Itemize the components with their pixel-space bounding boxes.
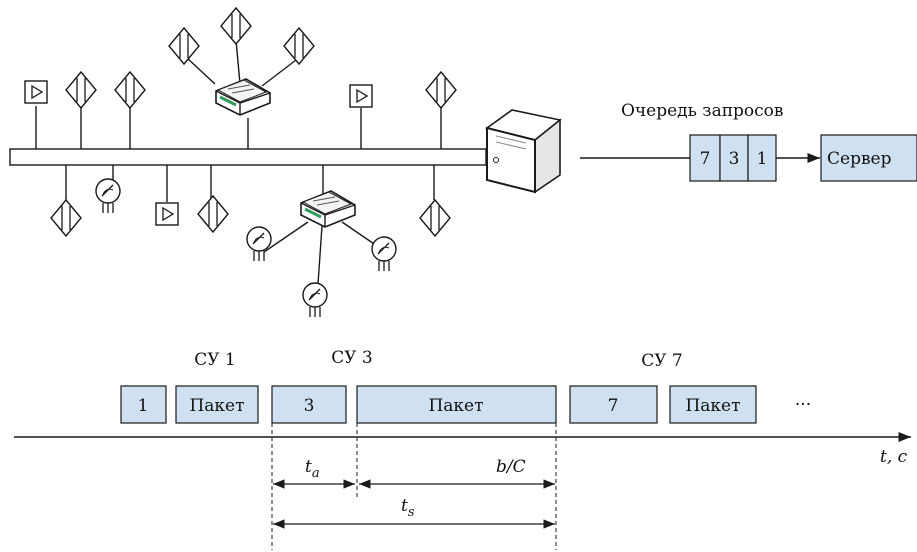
controller-icon [95,178,121,214]
ta-label: ta [305,457,320,481]
queue-item: 7 [700,149,711,169]
workstation-icon [50,199,82,237]
workstation-icon [114,71,146,109]
controller-icon [302,282,328,318]
controller-icon [371,236,397,272]
timeline-box-label: 3 [304,396,315,416]
server-label: Сервер [827,149,892,169]
timeline-box-label: Пакет [685,396,740,416]
workstation-icon [65,71,97,109]
controller-icon [246,226,272,262]
ts-label: ts [401,496,415,520]
server-icon [485,109,562,194]
workstation-icon [425,71,457,109]
timeline-box [120,385,167,424]
timeline-box-label: Пакет [428,396,483,416]
timeline-box [271,385,347,424]
timeline-box [356,385,557,424]
group-label: СУ 1 [194,350,236,370]
timeline-box-label: 1 [138,396,149,416]
timeline-box [175,385,259,424]
router-icon [214,77,272,117]
timeline-box [669,385,757,424]
timeline-box-label: 7 [608,396,619,416]
queue: 7 3 1 [689,134,777,182]
queue-title: Очередь запросов [621,101,784,121]
group-label: СУ 7 [641,351,683,371]
timeline-ellipsis: ··· [795,395,811,415]
workstation-icon [283,27,315,65]
bc-label: b/C [496,457,526,477]
queue-cell [747,134,777,182]
time-axis-label: t, с [880,447,908,467]
queue-item: 1 [757,149,768,169]
queue-item: 3 [729,149,740,169]
queue-cell [689,134,721,182]
timeline-box-label: Пакет [189,396,244,416]
group-label: СУ 3 [331,348,373,368]
timeline-boxes: 1 Пакет 3 Пакет 7 Пакет [120,385,757,424]
workstation-icon [168,27,200,65]
queue-cell [719,134,749,182]
repeater-icon [24,80,48,104]
workstation-icon [197,195,229,233]
dashed-guides [271,423,557,550]
router-icon [299,189,357,229]
top-devices [35,106,442,149]
workstation-icon [220,7,252,45]
timeline-box [569,385,658,424]
repeater-icon [349,84,373,108]
server-box [820,134,917,182]
network-bus [9,148,487,166]
workstation-icon [419,199,451,237]
repeater-icon [155,202,179,226]
